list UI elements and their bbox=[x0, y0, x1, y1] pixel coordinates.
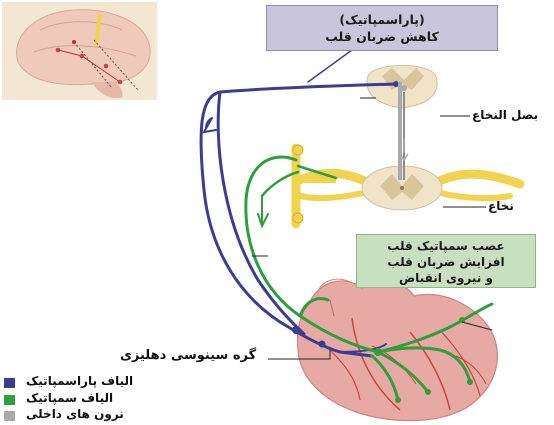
legend-swatch bbox=[4, 378, 15, 388]
sympathetic-ganglion bbox=[293, 145, 336, 224]
sympathetic-box: عصب سمپاتیک قلب افزایش ضربان قلب و نیروی… bbox=[356, 234, 536, 288]
sa-node-label: گره سینوسی دهلیزی bbox=[120, 348, 256, 363]
spinal-cord-section bbox=[300, 166, 520, 210]
brain-inset bbox=[2, 2, 157, 100]
sympathetic-line-1: عصب سمپاتیک قلب bbox=[357, 238, 535, 254]
legend-label: الیاف پاراسمپاتیک bbox=[26, 374, 133, 388]
parasympathetic-title: (پاراسمپاتیک) bbox=[267, 11, 497, 28]
legend-swatch bbox=[4, 411, 15, 421]
parasympathetic-box: (پاراسمپاتیک) کاهش ضربان قلب bbox=[266, 5, 498, 51]
legend-swatch bbox=[4, 395, 15, 405]
legend-label: الیاف سمپاتیک bbox=[26, 391, 113, 405]
medulla-label: بصل النخاع bbox=[472, 108, 538, 122]
direction-arrows bbox=[204, 118, 268, 226]
parasympathetic-effect: کاهش ضربان قلب bbox=[267, 28, 497, 45]
legend-label: نرون های داخلی bbox=[26, 407, 124, 421]
sympathetic-line-2: افزایش ضربان قلب bbox=[357, 254, 535, 270]
sympathetic-line-3: و نیروی انقباض bbox=[357, 270, 535, 286]
spinal-cord-label: نخاع bbox=[488, 199, 514, 213]
medulla-section bbox=[367, 66, 437, 109]
